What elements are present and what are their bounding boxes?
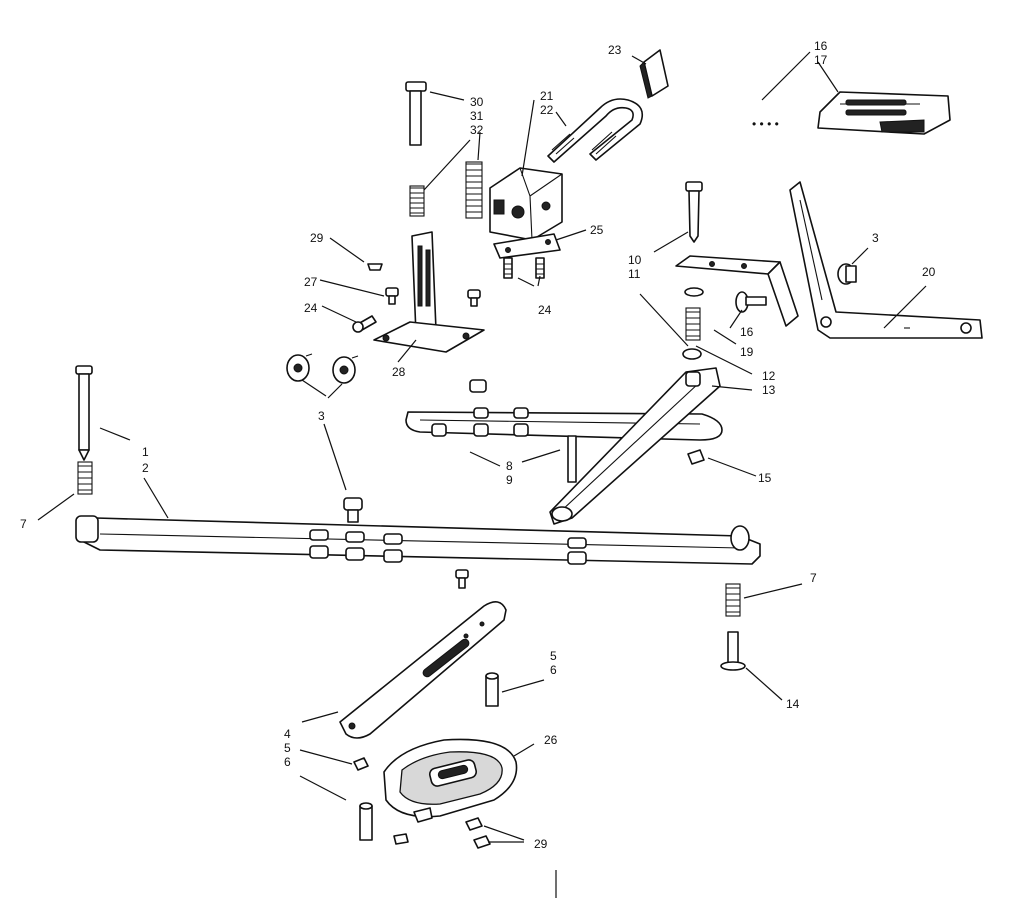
callout-13: 13 (762, 383, 776, 397)
callout-labels: 23 16 17 30 31 32 21 22 25 24 29 27 24 2… (20, 39, 936, 851)
part-20-arm (789, 181, 983, 339)
part-23-block (639, 49, 669, 99)
part-22-u-bolt (547, 98, 644, 163)
callout-8: 8 (506, 459, 513, 473)
part-15-nut (687, 449, 705, 465)
leader-lines (37, 51, 927, 898)
part-24-screws-upper (503, 257, 545, 279)
callout-23: 23 (608, 43, 622, 57)
callout-11: 11 (628, 267, 641, 281)
part-25-clamp-base (493, 233, 561, 259)
callout-12: 12 (762, 369, 776, 383)
callout-24-left: 24 (304, 301, 318, 315)
part-7-spring-left (77, 461, 93, 495)
part-3-knobs-left (286, 353, 359, 384)
callout-32: 32 (470, 123, 484, 137)
part-12-washer (682, 287, 704, 360)
part-3-knob-bar (343, 497, 363, 523)
part-10-bolt (685, 181, 703, 243)
callout-15: 15 (758, 471, 772, 485)
callout-6-upper: 6 (550, 663, 557, 677)
callout-9: 9 (506, 473, 513, 487)
callout-4: 4 (284, 727, 291, 741)
part-nut-top-bar (469, 379, 487, 393)
callout-16-upper: 16 (814, 39, 828, 53)
callout-7-right: 7 (810, 571, 817, 585)
callout-28: 28 (392, 365, 406, 379)
part-30-bolt (405, 81, 427, 146)
part-5-nut-small (353, 757, 369, 771)
callout-5-upper: 5 (550, 649, 557, 663)
part-31-spring (409, 185, 425, 217)
part-8-9-post (567, 435, 577, 483)
callout-17: 17 (814, 53, 828, 67)
callout-29-lower: 29 (534, 837, 548, 851)
part-11-angle-bracket (675, 255, 799, 327)
callout-6-lower: 6 (284, 755, 291, 769)
part-24-screw-left (352, 315, 377, 333)
callout-10: 10 (628, 253, 642, 267)
part-26-round-base (383, 738, 518, 823)
part-16-17-slotted-plate: • • • • (752, 91, 951, 135)
part-28-bracket (373, 231, 485, 353)
callout-20: 20 (922, 265, 936, 279)
part-2-long-bar (75, 515, 761, 565)
part-18-thumbscrew (735, 291, 767, 313)
callout-3-left: 3 (318, 409, 325, 423)
part-27-screws (385, 287, 481, 307)
callout-29-upper: 29 (310, 231, 324, 245)
part-29-nuts-lower (393, 817, 491, 849)
callout-24-right: 24 (538, 303, 552, 317)
part-4-plate (339, 601, 507, 739)
callout-2: 2 (142, 461, 149, 475)
part-7-spring-right (725, 583, 741, 617)
part-13-diagonal-rod (549, 367, 721, 525)
callout-31: 31 (470, 109, 484, 123)
callout-27: 27 (304, 275, 318, 289)
callout-16-lower: 16 (740, 325, 754, 339)
svg-text:• • • •: • • • • (752, 117, 779, 131)
callout-14: 14 (786, 697, 800, 711)
part-small-screw-center (455, 569, 469, 589)
callout-22: 22 (540, 103, 554, 117)
callout-21: 21 (540, 89, 554, 103)
callout-19: 19 (740, 345, 754, 359)
callout-26: 26 (544, 733, 558, 747)
part-3-knob-right (837, 263, 857, 285)
part-32-spring (465, 161, 483, 219)
part-19-spring (685, 307, 701, 341)
callout-7-left: 7 (20, 517, 27, 531)
callout-3-right: 3 (872, 231, 879, 245)
part-5-6-sleeve-upper (485, 672, 499, 707)
part-5-6-sleeve-lower (359, 802, 373, 841)
callout-30: 30 (470, 95, 484, 109)
part-29-nut-upper (367, 263, 383, 271)
callout-1: 1 (142, 445, 149, 459)
callout-5-lower: 5 (284, 741, 291, 755)
part-14-pin (720, 631, 746, 671)
part-1-bolt (75, 365, 93, 461)
callout-25: 25 (590, 223, 604, 237)
part-21-clamp-block (489, 167, 563, 241)
